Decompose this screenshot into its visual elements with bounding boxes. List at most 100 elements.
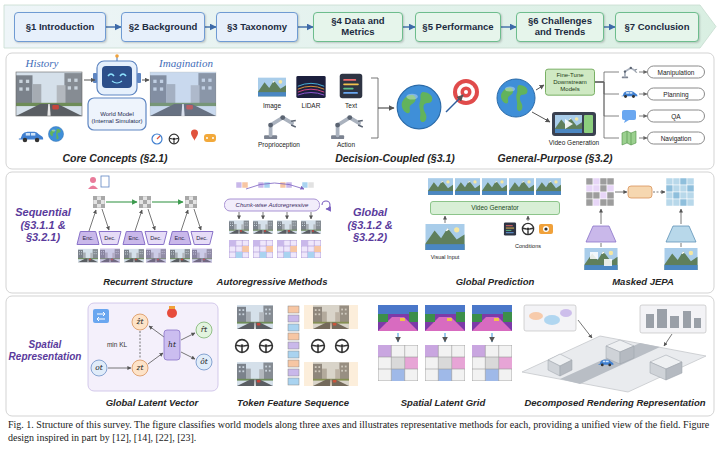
task-icon (619, 64, 639, 80)
decomposed-rendering-art (560, 343, 660, 384)
decomposed-rendering-art (522, 305, 706, 392)
masked-jepa-art (666, 199, 673, 206)
masked-jepa-art (615, 192, 627, 193)
core-concept-art (48, 126, 63, 141)
decomposed-rendering-art (529, 312, 543, 320)
token-feature-art (236, 305, 358, 386)
math-symbol: zt (137, 364, 144, 373)
task-icon (624, 120, 629, 123)
core-concept-art (102, 66, 132, 88)
section-box: §3 Taxonomy (216, 12, 298, 42)
masked-jepa-art (601, 209, 602, 224)
recurrent-structure-art (135, 210, 142, 231)
task-pill: Navigation (647, 132, 705, 145)
general-purpose-art (497, 79, 535, 117)
autoregressive-art (277, 240, 297, 258)
decomposed-rendering-art (544, 315, 560, 325)
trapezoid-shape (191, 232, 213, 245)
core-concept-art (212, 137, 214, 139)
decision-coupled-art (340, 74, 363, 98)
section-caption: Decision-Coupled (§3.1) (335, 152, 455, 164)
section-box: §4 Data and Metrics (313, 12, 403, 42)
recurrent-structure-art (192, 248, 212, 263)
trapezoid-shape (77, 232, 99, 245)
spatial-grid-art (378, 345, 418, 381)
masked-jepa-art (666, 185, 673, 192)
core-concept-art (16, 54, 216, 144)
decision-coupled-art (296, 76, 325, 98)
recurrent-structure-art (102, 209, 109, 230)
masked-jepa-art (586, 178, 593, 185)
global-prediction-art (543, 226, 549, 232)
core-concept-art (16, 72, 82, 116)
method-caption: Autoregressive Methods (217, 277, 328, 288)
decomposed-rendering-art (524, 305, 576, 331)
autoregressive-art (229, 182, 330, 258)
global-prediction-art (428, 178, 453, 195)
node-text: §2 Background (129, 22, 198, 33)
autoregressive-art (246, 183, 304, 189)
token-feature-art (288, 378, 299, 385)
decision-coupled-art (446, 95, 463, 112)
decoder-trapezoid: Dec. (145, 232, 167, 245)
decision-coupled-art (378, 107, 394, 108)
trapezoid-shape (145, 232, 167, 245)
global-prediction-art (455, 178, 480, 195)
global-latent-vector-art (93, 309, 109, 323)
autoregressive-art (311, 212, 312, 219)
masked-jepa-art (586, 199, 593, 206)
icon-label: Video Generation (549, 139, 599, 146)
section-box: §6 Challenges and Trends (516, 12, 604, 42)
masked-jepa-art (585, 178, 698, 270)
math-symbol: ht (168, 341, 176, 350)
row-panel (6, 53, 714, 416)
autoregressive-art (308, 182, 314, 188)
decomposed-rendering-art (548, 360, 560, 376)
autoregressive-art (287, 212, 288, 219)
decomposed-rendering-art (694, 318, 701, 328)
axis-label: Spatial Representation (6, 339, 84, 362)
token-feature-art (288, 315, 299, 322)
masked-jepa-art (665, 248, 698, 270)
math-symbol: ẑt (137, 318, 144, 327)
core-concept-art (88, 98, 146, 130)
task-pill: Manipulation (647, 66, 705, 79)
decomposed-rendering-art (650, 362, 666, 380)
input-label: Image (263, 102, 281, 109)
recurrent-structure-art (194, 209, 201, 230)
flow-arrow (205, 26, 216, 27)
core-concept-art (97, 61, 137, 95)
core-concept-art (191, 130, 198, 142)
input-label: Action (337, 141, 355, 148)
core-concept-art (84, 80, 95, 81)
node-text: Enc. (128, 235, 139, 241)
masked-jepa-art (673, 185, 680, 192)
general-purpose-art (565, 119, 573, 129)
global-latent-vector-art (97, 312, 105, 321)
spatial-grid-art (472, 305, 512, 331)
math-symbol: ôt (200, 358, 208, 367)
encoder-trapezoid: Enc. (77, 232, 99, 245)
encoder-trapezoid: Enc. (169, 232, 191, 245)
recurrent-structure-art (106, 201, 137, 202)
token-feature-art (260, 340, 273, 353)
axis-label: Global (§3.1.2 & §3.2.2) (340, 206, 400, 244)
recurrent-structure-art (152, 201, 183, 202)
global-latent-vector-art (88, 303, 218, 391)
method-caption: Spatial Latent Grid (401, 398, 485, 409)
flow-arrow (403, 26, 415, 27)
masked-jepa-art (600, 192, 607, 199)
autoregressive-art (239, 212, 240, 219)
masked-jepa-art (586, 192, 593, 199)
autoregressive-art (236, 182, 242, 188)
global-latent-vector-art (149, 326, 164, 337)
masked-jepa-art (680, 185, 687, 192)
masked-jepa-art (673, 178, 680, 185)
spatial-grid-art (378, 305, 512, 381)
task-pill: QA (647, 110, 705, 123)
node-text: §4 Data and Metrics (318, 16, 398, 38)
masked-jepa-art (687, 178, 694, 185)
task-icon (619, 87, 639, 101)
figure-caption: Fig. 1. Structure of this survey. The fi… (8, 419, 712, 444)
spatial-grid-art (397, 333, 398, 342)
